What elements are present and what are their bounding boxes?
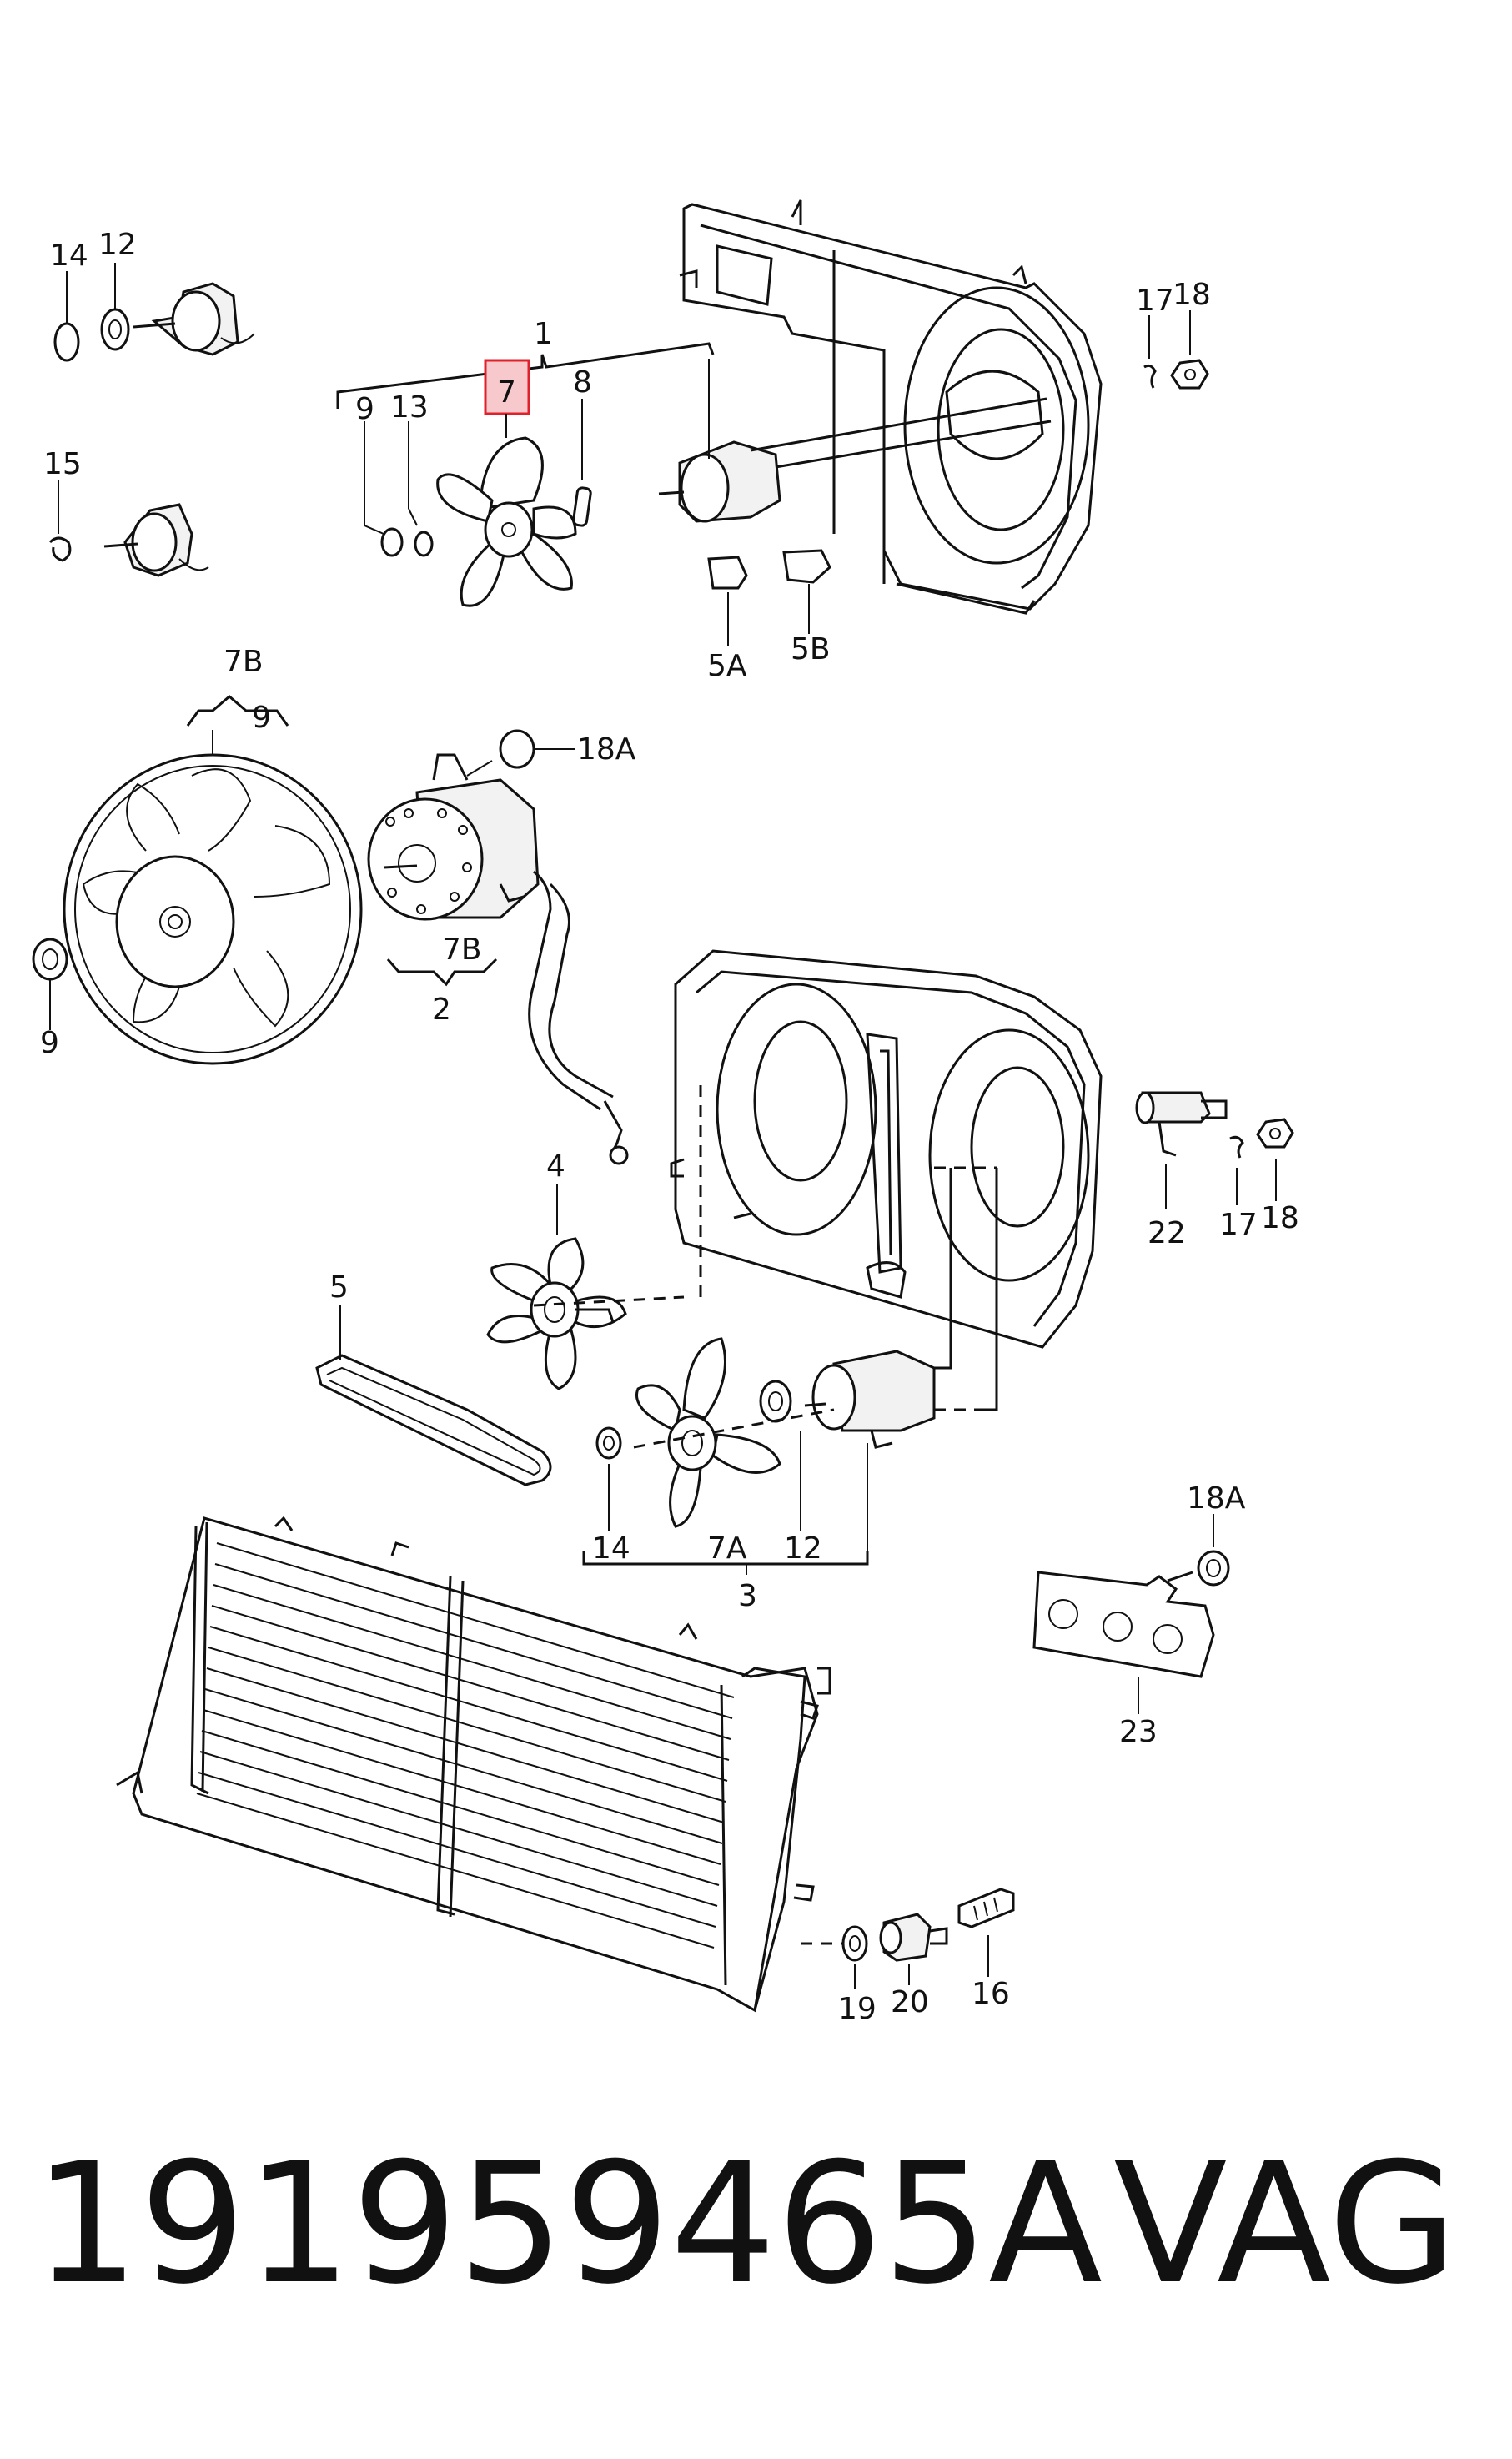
label-5A: 5A [707, 649, 747, 683]
label-18-top: 18 [1173, 278, 1211, 312]
label-14-top: 14 [50, 239, 88, 273]
label-15: 15 [43, 447, 82, 481]
radiator[interactable] [116, 1516, 831, 2013]
label-7: 7 [497, 375, 516, 410]
label-5B: 5B [791, 632, 831, 666]
small-parts-top-left [48, 263, 255, 577]
large-fan-and-motor [32, 695, 629, 1165]
brand-name: VAG [1113, 2127, 1457, 2321]
label-8: 8 [573, 365, 592, 400]
fan-7A[interactable] [635, 1337, 781, 1528]
label-9-top: 9 [355, 392, 374, 426]
label-16: 16 [972, 1977, 1010, 2011]
label-7B-motor: 7B [442, 933, 482, 967]
fan-7[interactable] [436, 436, 577, 607]
bottom-small-parts [801, 1888, 1015, 1989]
label-3: 3 [738, 1579, 757, 1613]
label-18A-top: 18A [577, 732, 636, 767]
part-labels: 14 12 15 1 9 13 7 8 17 18 5A 5B 7B 9 18A… [40, 228, 1299, 2026]
label-13: 13 [390, 390, 429, 425]
double-fan-shroud [670, 949, 1294, 1349]
fan-assembly-top [336, 342, 1052, 646]
label-18A-bottom: 18A [1187, 1481, 1246, 1516]
fans-and-belt [315, 1084, 998, 1575]
label-19: 19 [838, 1992, 877, 2026]
label-2: 2 [432, 993, 451, 1027]
label-9-left: 9 [40, 1026, 59, 1060]
label-7A: 7A [707, 1531, 747, 1566]
label-18-mid: 18 [1261, 1201, 1299, 1235]
label-7B-top: 7B [224, 645, 264, 679]
label-12-bottom: 12 [784, 1531, 822, 1566]
label-9-fan: 9 [252, 701, 271, 735]
label-5: 5 [329, 1270, 349, 1305]
label-12-top: 12 [98, 228, 137, 262]
label-4: 4 [546, 1149, 565, 1184]
fan-9-large[interactable] [63, 753, 363, 1065]
label-17-mid: 17 [1219, 1208, 1258, 1242]
label-22: 22 [1148, 1216, 1186, 1250]
label-14-bottom: 14 [592, 1531, 630, 1566]
part-number: 191959465A [33, 2127, 1103, 2321]
motor-3[interactable] [804, 1350, 936, 1449]
label-23: 23 [1119, 1715, 1158, 1749]
label-1: 1 [534, 317, 553, 351]
label-20: 20 [891, 1985, 929, 2019]
motor-2[interactable] [367, 753, 540, 921]
fan-shroud-top [679, 199, 1209, 615]
label-17-top: 17 [1136, 284, 1174, 318]
fan-4[interactable] [486, 1237, 627, 1390]
plate-23[interactable] [1032, 1514, 1230, 1714]
